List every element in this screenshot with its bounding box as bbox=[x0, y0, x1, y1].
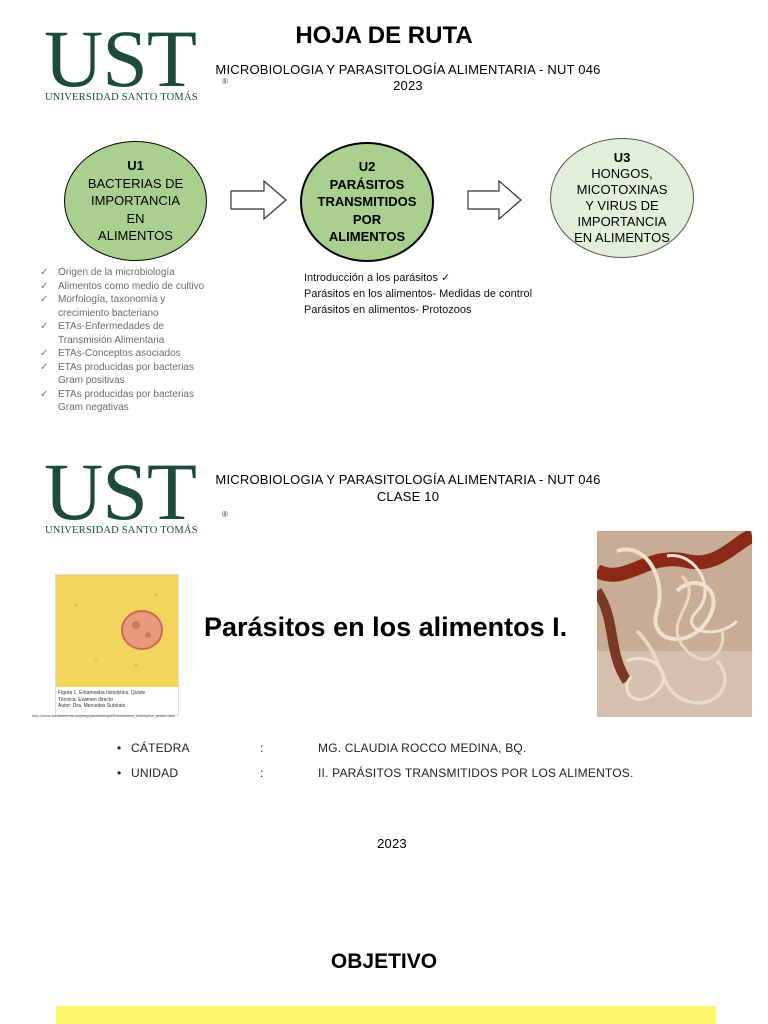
list-item: ✓ETAs-Enfermedades de Transmisión Alimen… bbox=[40, 321, 165, 346]
unit-line: HONGOS, bbox=[591, 166, 653, 181]
unit-line: EN ALIMENTOS bbox=[574, 230, 670, 245]
list-item: ✓Origen de la microbiología bbox=[40, 267, 175, 278]
list-item: Parásitos en alimentos- Protozoos bbox=[304, 304, 472, 316]
unit-line: ALIMENTOS bbox=[98, 228, 173, 244]
list-item: ✓Alimentos como medio de cultivo bbox=[40, 280, 205, 292]
slide-year: 2023 bbox=[377, 836, 407, 851]
check-icon: ✓ bbox=[40, 388, 49, 400]
unit-2-topic-list: Introducción a los parásitos ✓ Parásitos… bbox=[304, 270, 564, 318]
unit-line: MICOTOXINAS bbox=[576, 182, 668, 197]
unit-line: PARÁSITOS bbox=[329, 176, 405, 192]
worms-photo bbox=[597, 531, 752, 717]
bullet: • bbox=[117, 741, 122, 755]
unit-line: TRANSMITIDOS bbox=[317, 194, 417, 210]
check-icon: ✓ bbox=[40, 267, 49, 278]
objective-title: OBJETIVO bbox=[330, 950, 438, 973]
course-title: MICROBIOLOGIA Y PARASITOLOGÍA ALIMENTARI… bbox=[215, 472, 601, 487]
unit-code: U2 bbox=[358, 159, 376, 175]
cyst-micrograph-figure: Figura 1. Entamoeba histolytica. Quiste … bbox=[55, 574, 179, 716]
logo-subtitle: UNIVERSIDAD SANTO TOMÁS bbox=[45, 92, 198, 103]
unit-code: U1 bbox=[127, 158, 144, 174]
meta-label: UNIDAD bbox=[131, 766, 179, 780]
check-icon: ✓ bbox=[40, 348, 49, 359]
list-item: ✓ETAs-Conceptos asociados bbox=[40, 348, 181, 359]
check-icon: ✓ bbox=[40, 294, 49, 305]
unit-2-circle: U2 PARÁSITOS TRANSMITIDOS POR ALIMENTOS bbox=[300, 142, 434, 262]
list-item: ✓ETAs producidas por bacterias Gram posi… bbox=[40, 361, 194, 387]
list-item: Introducción a los parásitos ✓ bbox=[304, 272, 451, 284]
objective-highlight-box bbox=[56, 1006, 716, 1024]
ust-logo: UST ® UNIVERSIDAD SANTO TOMÁS bbox=[44, 13, 228, 104]
meta-separator: : bbox=[260, 741, 264, 755]
logo-letters: UST bbox=[44, 446, 197, 537]
unit-line: EN bbox=[126, 210, 145, 226]
unit-1-circle: U1 BACTERIAS DE IMPORTANCIA EN ALIMENTOS bbox=[64, 141, 207, 261]
check-icon: ✓ bbox=[40, 321, 49, 332]
ust-logo: UST ® UNIVERSIDAD SANTO TOMÁS bbox=[44, 446, 228, 537]
logo-subtitle: UNIVERSIDAD SANTO TOMÁS bbox=[45, 525, 198, 536]
logo-registered-mark: ® bbox=[222, 77, 228, 86]
slide-title: Parásitos en los alimentos I. bbox=[204, 612, 568, 642]
unit-code: U3 bbox=[613, 150, 631, 165]
unit-line: IMPORTANCIA bbox=[577, 214, 667, 229]
course-title: MICROBIOLOGIA Y PARASITOLOGÍA ALIMENTARI… bbox=[215, 62, 601, 77]
meta-separator: : bbox=[260, 766, 264, 780]
logo-registered-mark: ® bbox=[222, 510, 228, 519]
unit-line: BACTERIAS DE bbox=[87, 175, 184, 191]
unit-line: ALIMENTOS bbox=[328, 229, 406, 245]
figure-caption: Figura 1. Entamoeba histolytica. Quiste … bbox=[58, 690, 146, 709]
class-number: CLASE 10 bbox=[376, 489, 440, 504]
logo-letters: UST bbox=[44, 13, 197, 104]
list-item: ✓ETAs producidas por bacterias Gram nega… bbox=[40, 388, 194, 414]
check-icon: ✓ bbox=[40, 361, 49, 373]
unit-line: Y VIRUS DE bbox=[585, 198, 659, 213]
meta-value: MG. CLAUDIA ROCCO MEDINA, BQ. bbox=[318, 741, 527, 755]
list-item: ✓Morfología, taxonomía y crecimiento bac… bbox=[40, 294, 166, 319]
arrow-right-icon bbox=[230, 180, 287, 220]
meta-unidad: • UNIDAD : II. PARÁSITOS TRANSMITIDOS PO… bbox=[117, 766, 633, 780]
meta-value: II. PARÁSITOS TRANSMITIDOS POR LOS ALIME… bbox=[318, 766, 634, 780]
cyst-micrograph-image bbox=[56, 575, 178, 687]
unit-line: POR bbox=[352, 211, 382, 227]
list-item: Parásitos en los alimentos- Medidas de c… bbox=[304, 288, 533, 300]
arrow-right-icon bbox=[467, 180, 522, 220]
course-year: 2023 bbox=[393, 78, 423, 93]
figure-source-url[interactable]: http://www.facilitamento.org/img/parasit… bbox=[32, 713, 176, 718]
meta-label: CÁTEDRA bbox=[131, 741, 190, 755]
meta-catedra: • CÁTEDRA : MG. CLAUDIA ROCCO MEDINA, BQ… bbox=[117, 741, 526, 755]
unit-3-circle: U3 HONGOS, MICOTOXINAS Y VIRUS DE IMPORT… bbox=[550, 138, 694, 258]
bullet: • bbox=[117, 766, 122, 780]
unit-line: IMPORTANCIA bbox=[90, 193, 181, 209]
check-icon: ✓ bbox=[40, 280, 49, 292]
page-title: HOJA DE RUTA bbox=[295, 22, 473, 49]
unit-1-topic-list: ✓Origen de la microbiología ✓Alimentos c… bbox=[40, 266, 210, 415]
